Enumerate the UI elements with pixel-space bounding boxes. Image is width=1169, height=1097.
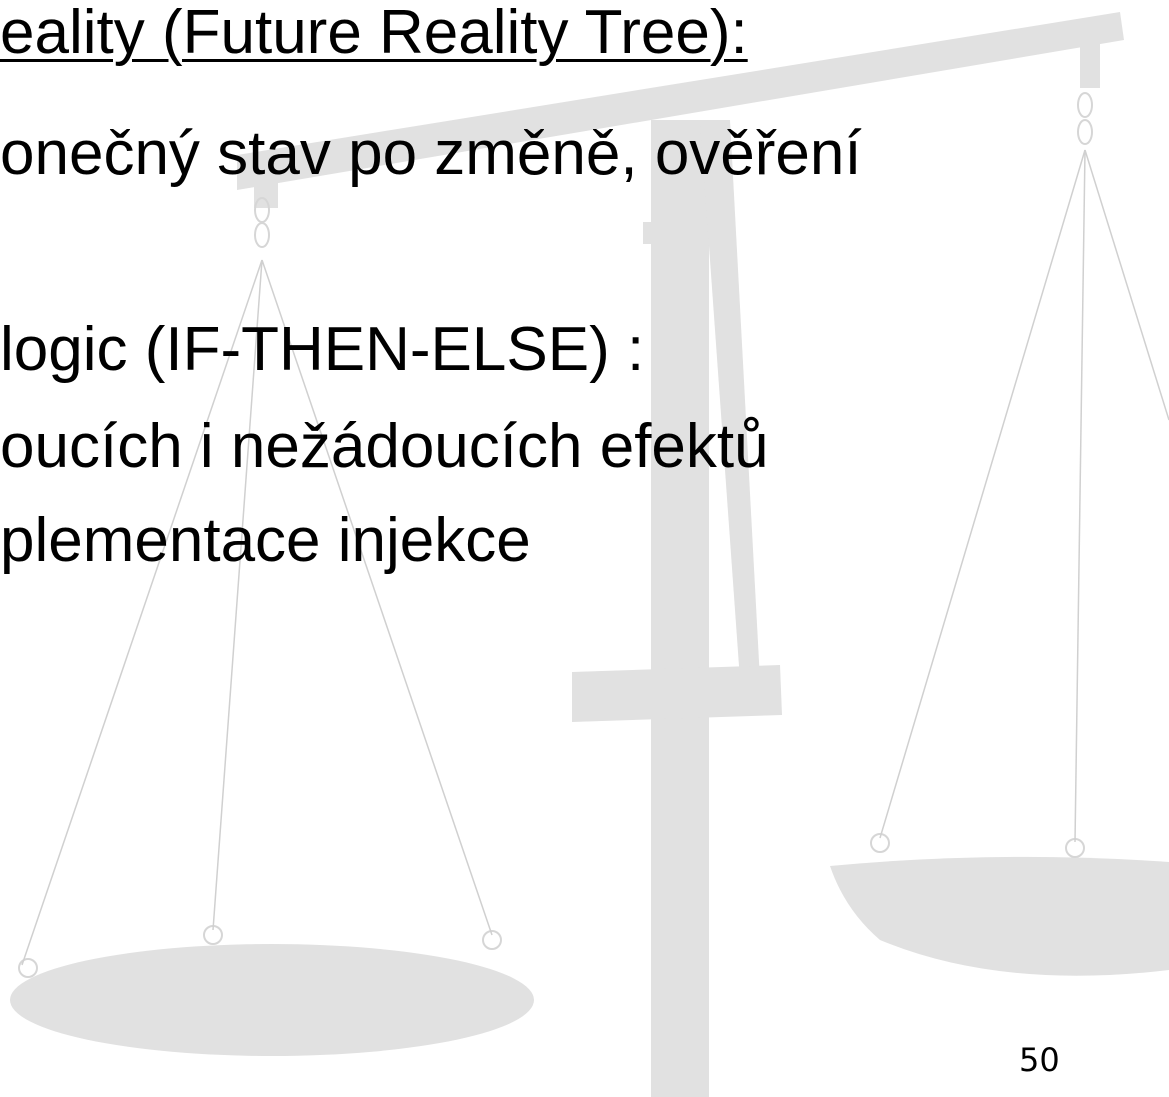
scale-beam xyxy=(237,12,1124,190)
left-chain-link xyxy=(254,222,271,248)
right-chain-link xyxy=(1077,119,1094,145)
bullet-line: plementace injekce xyxy=(0,506,531,575)
left-string xyxy=(212,259,263,931)
right-pan xyxy=(830,856,1169,976)
right-string xyxy=(1074,149,1086,843)
bullet-line: logic (IF-THEN-ELSE) : xyxy=(0,315,645,384)
right-hanger xyxy=(1080,28,1100,88)
bullet-line: oucích i nežádoucích efektů xyxy=(0,412,769,481)
left-string xyxy=(21,259,263,966)
page-number: 50 xyxy=(1019,1041,1060,1079)
slide-heading: eality (Future Reality Tree): xyxy=(0,0,748,67)
pan-ring xyxy=(482,930,502,950)
bullet-line: onečný stav po změně, ověření xyxy=(0,119,862,188)
left-pan xyxy=(10,944,534,1056)
pan-ring xyxy=(18,958,38,978)
right-string xyxy=(1084,149,1169,421)
pan-ring xyxy=(870,833,890,853)
scale-collar xyxy=(643,222,715,244)
scale-base xyxy=(572,665,782,722)
left-chain-link xyxy=(254,197,271,223)
left-string xyxy=(261,259,493,936)
right-chain-link xyxy=(1077,92,1094,118)
scale-pointer xyxy=(700,120,760,680)
right-string xyxy=(879,149,1086,839)
scale-post xyxy=(651,120,709,1097)
